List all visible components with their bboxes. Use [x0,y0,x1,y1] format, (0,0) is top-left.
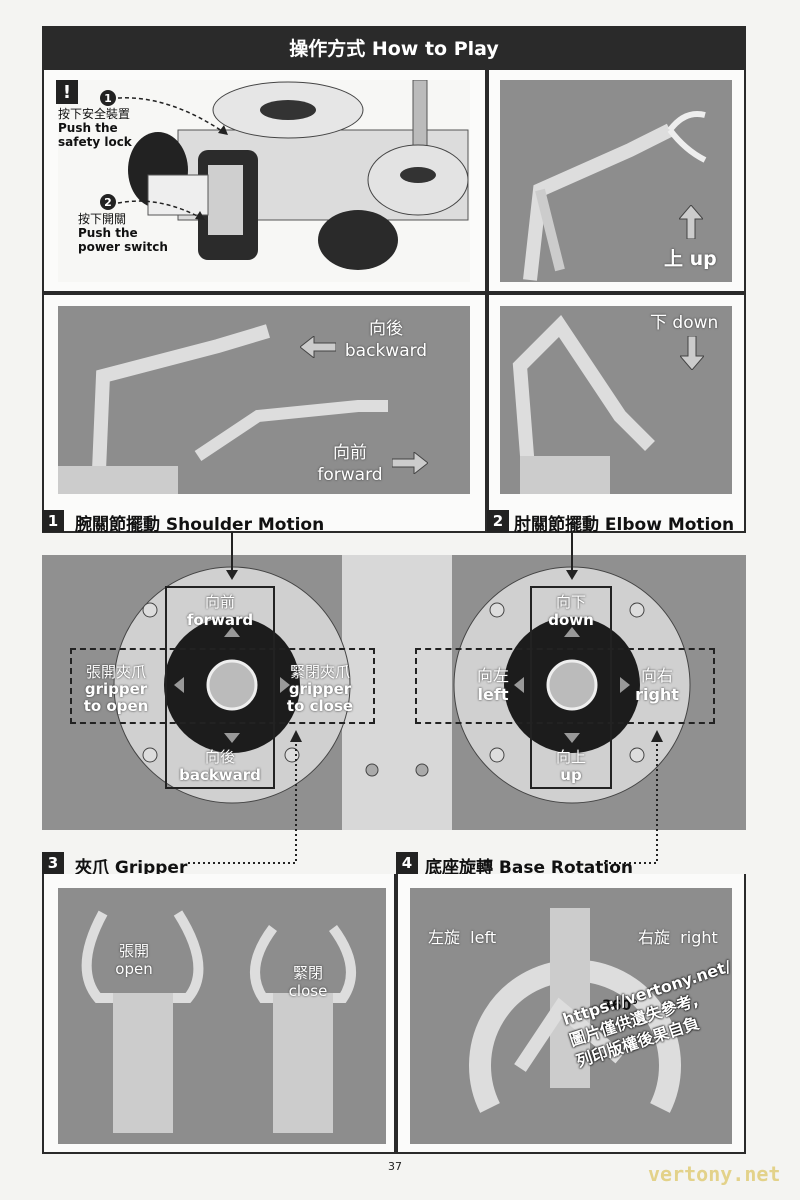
section3-title: 夾爪 Gripper [75,858,188,878]
shoulder-forward-label: 向前 forward [317,443,383,485]
controller-photo [42,555,746,830]
robot-arm-shoulder-illustration [58,324,388,495]
page-number: 37 [388,1160,402,1173]
connector-arrows [188,532,663,864]
right-stick-horizontal-box [415,648,715,724]
elbow-up-label: 上 up [664,248,717,270]
rotation-degrees-label: 360° [602,998,639,1014]
gripper-illustration [81,910,356,1133]
robot-base-photo [58,79,470,282]
step2-label: 按下開關 Push the power switch [78,212,168,254]
section1-number: 1 [42,510,64,532]
left-stick-horizontal-box [70,648,375,724]
right-stick-top-label: 向下 down [548,593,594,629]
left-stick-right-label: 緊閉夾爪 gripper to close [286,663,354,715]
arrow-left-icon [299,334,337,362]
left-stick-top-label: 向前 forward [186,593,254,629]
section4-title: 底座旋轉 Base Rotation [425,858,634,878]
left-stick-bottom-label: 向後 backward [179,748,261,784]
arrow-right-icon [391,450,429,478]
gripper-photo [58,888,386,1144]
section1-title: 腕關節擺動 Shoulder Motion [75,515,325,535]
elbow-down-photo [500,306,732,495]
robot-arm-up-illustration [523,111,707,281]
section4-number: 4 [396,852,418,874]
left-stick-left-label: 張開夾爪 gripper to open [83,663,149,715]
right-stick-left-label: 向左 left [476,666,509,704]
elbow-up-photo [500,80,732,282]
arrow-down-icon [678,335,706,374]
gripper-open-label: 張開 open [115,942,153,978]
base-rotation-illustration [469,908,681,1113]
right-stick-bottom-label: 向上 up [555,748,586,784]
arrow-up-icon [677,204,705,243]
pointer-lines [117,97,229,221]
base-photo [410,888,732,1144]
watermark-brand: vertony.net [648,1162,781,1186]
section3-number: 3 [42,852,64,874]
step2-badge: 2 [100,194,116,210]
shoulder-backward-label: 向後 backward [344,319,428,361]
robot-arm-down-illustration [512,315,655,495]
section2-number: 2 [487,510,509,532]
elbow-down-label: 下 down [650,313,719,333]
page-title: 操作方式 How to Play [42,26,746,68]
left-stick-vertical-box [165,586,275,789]
gripper-close-label: 緊閉 close [288,964,328,1000]
right-stick-vertical-box [530,586,612,789]
right-stick-right-label: 向右 right [635,666,679,704]
robot-base-illustration [128,79,469,270]
controller-illustration [113,555,691,830]
section2-title: 肘關節擺動 Elbow Motion [514,515,735,535]
shoulder-photo [58,306,470,495]
step1-label: 按下安全裝置 Push the safety lock [58,107,132,149]
base-right-label: 右旋 right [638,928,718,947]
base-left-label: 左旋 left [428,928,497,947]
step1-badge: 1 [100,90,116,106]
warning-icon: ! [56,80,78,104]
